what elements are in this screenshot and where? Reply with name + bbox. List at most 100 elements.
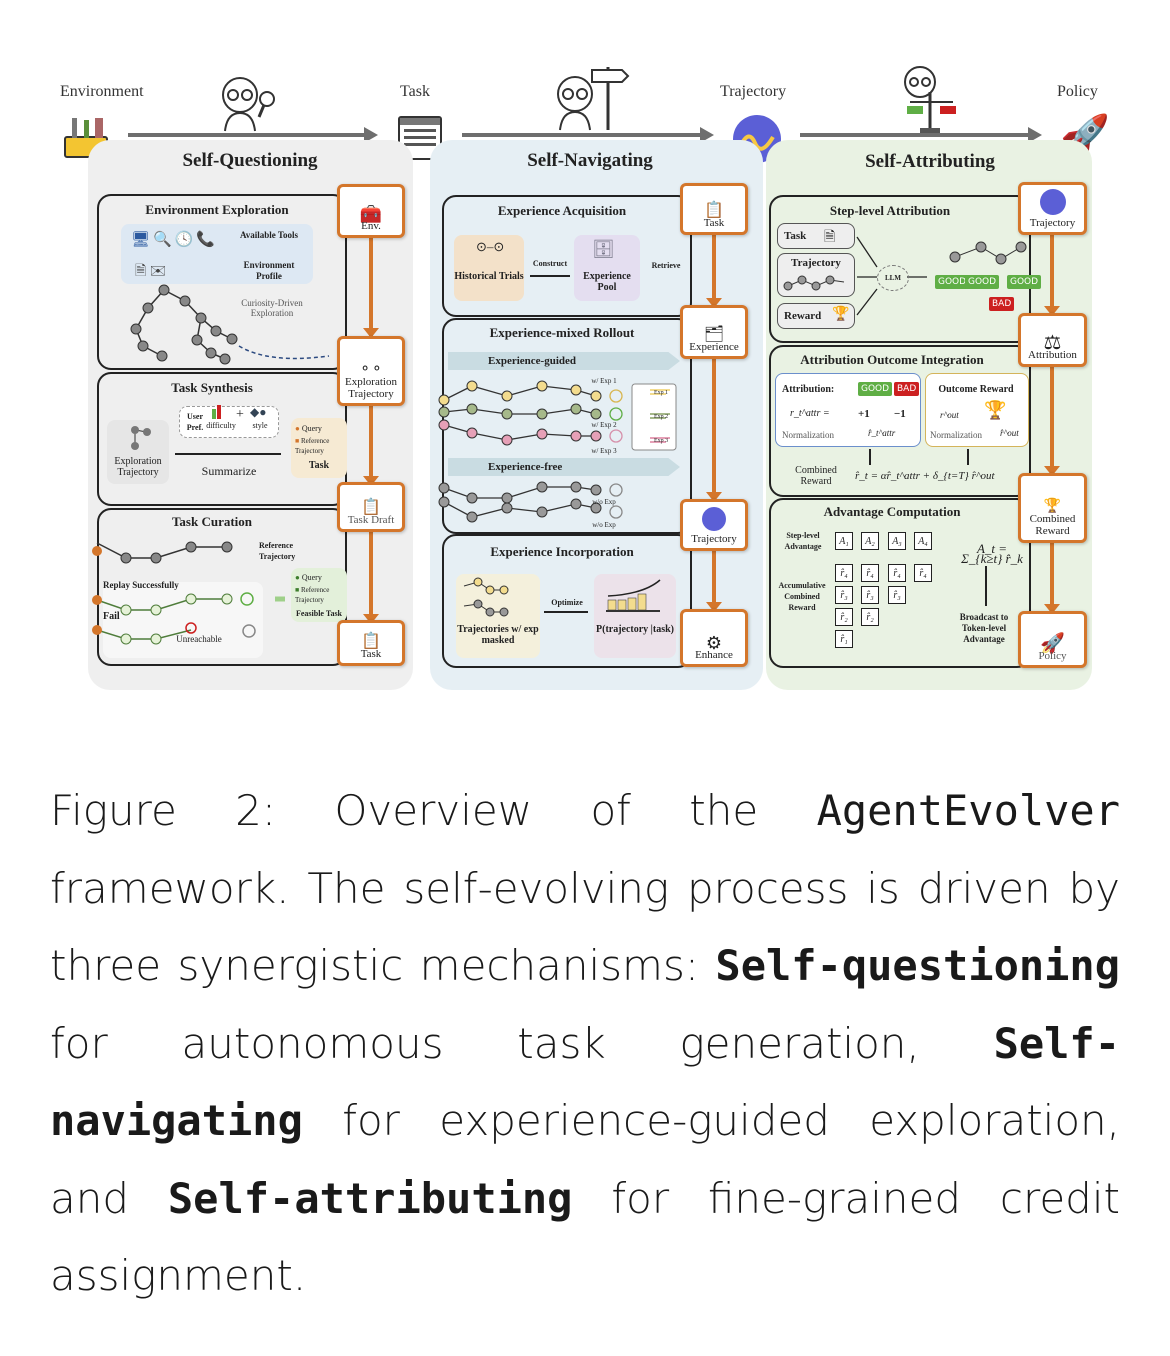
exploration-trajectory-box: Exploration Trajectory xyxy=(107,420,169,484)
input-task: Task🗎 xyxy=(777,223,855,249)
flow-arrow xyxy=(363,236,379,338)
flow-arrow xyxy=(1044,234,1060,316)
bad-badge: BAD xyxy=(989,297,1015,311)
arrow-trajectory-to-policy xyxy=(800,127,1042,143)
exp3-label: w/ Exp 3 xyxy=(591,447,617,455)
task-box: ● Query ■ Reference Trajectory Task xyxy=(291,418,347,478)
retrieve-label: Retrieve xyxy=(651,261,681,270)
figure-caption: Figure 2: Overview of the AgentEvolver f… xyxy=(50,772,1120,1315)
node-enhance: ⚙Enhance xyxy=(680,609,748,667)
curation-trajectories xyxy=(92,541,285,658)
tool-icons: 🖥🔍🕓📞 xyxy=(131,232,219,248)
banner-experience-free: Experience-free xyxy=(448,458,680,476)
curiosity-label: Curiosity-Driven Exploration xyxy=(241,298,303,318)
arrow-env-to-task xyxy=(128,127,378,143)
node-task: 📋Task xyxy=(337,620,405,666)
heading: Advantage Computation xyxy=(823,504,961,519)
node-trajectory: Trajectory xyxy=(680,499,748,551)
section-environment-exploration: Environment Exploration 🖥🔍🕓📞 Available T… xyxy=(97,194,347,370)
trajectory-label: Trajectory xyxy=(791,257,841,269)
section-experience-mixed-rollout: Experience-mixed Rollout Experience-guid… xyxy=(438,318,692,534)
reference-trajectory-label: Reference Trajectory xyxy=(295,437,330,455)
exploration-trajectory-label: Exploration Trajectory xyxy=(114,456,162,478)
normalization-label: Normalization xyxy=(930,430,982,440)
r-out-hat-label: r̂^out xyxy=(1000,428,1019,438)
outcome-reward-label: Outcome Reward xyxy=(938,384,1014,395)
node-experience: 🗂Experience xyxy=(680,305,748,359)
unreachable-label: Unreachable xyxy=(176,634,222,644)
flow-arrow xyxy=(1044,542,1060,614)
historical-trials-label: Historical Trials xyxy=(454,271,524,282)
banner-experience-guided: Experience-guided xyxy=(448,352,680,370)
caption-text: for fine-grained credit assignment. xyxy=(50,1173,1120,1301)
advantage-a1: A₁ xyxy=(835,532,853,550)
minus-one: −1 xyxy=(894,408,906,420)
style-label: style xyxy=(252,421,268,430)
reward-label: Reward xyxy=(784,310,822,322)
node-attribution: ⚖Attribution xyxy=(1018,313,1087,367)
advantage-formula: A_t = Σ_{k≥t} r̂_k xyxy=(961,541,1023,566)
reward-cell: r̂₃ xyxy=(835,586,853,604)
caption-agentevolver: AgentEvolver xyxy=(816,786,1120,835)
heading: Experience-mixed Rollout xyxy=(489,325,635,340)
caption-self-navigating: Self-navigating xyxy=(50,1018,1120,1146)
reward-cell: r̂₄ xyxy=(835,564,853,582)
reward-cell: r̂₁ xyxy=(835,630,853,648)
reward-cell: r̂₄ xyxy=(861,564,879,582)
reference-trajectory-label: Reference Trajectory xyxy=(295,586,330,604)
construct-label: Construct xyxy=(532,259,568,268)
caption-self-attributing: Self-attributing xyxy=(167,1173,573,1223)
heading: Step-level Attribution xyxy=(829,203,951,218)
tools-profile-box: 🖥🔍🕓📞 Available Tools 🗎 ✉ Environment Pro… xyxy=(121,224,313,284)
experience-pool-box: 🗄 Experience Pool xyxy=(574,235,640,301)
node-policy: 🚀Policy xyxy=(1018,611,1087,668)
no-exp-label: w/o Exp xyxy=(592,521,616,529)
optimize-label: Optimize xyxy=(551,598,583,607)
reward-cell: r̂₂ xyxy=(861,608,879,626)
no-exp-label: w/o Exp xyxy=(592,498,616,506)
robot-magnifier-icon xyxy=(215,73,275,132)
heading: Environment Exploration xyxy=(145,202,289,217)
exp1-label: w/ Exp 1 xyxy=(591,377,617,385)
combined-reward-label: Combined Reward xyxy=(795,465,837,487)
step-level-advantage-label: Step-level Advantage xyxy=(784,531,822,551)
experience-pool-label: Experience Pool xyxy=(583,271,631,293)
difficulty-label: difficulty xyxy=(206,421,236,430)
node-label: Policy xyxy=(1038,650,1067,662)
broadcast-label: Broadcast to Token-level Advantage xyxy=(959,612,1009,644)
label-trajectory: Trajectory xyxy=(720,83,787,100)
good-badge: GOOD xyxy=(858,382,893,396)
heading: Task Curation xyxy=(171,514,253,529)
arrow-task-to-trajectory xyxy=(462,127,714,143)
summarize-label: Summarize xyxy=(201,464,257,478)
heading: Experience Acquisition xyxy=(497,203,627,218)
node-label: Trajectory xyxy=(691,533,737,545)
section-task-curation: Task Curation Reference Trajectory Repla… xyxy=(92,508,347,666)
title-self-attributing: Self-Attributing xyxy=(865,151,995,172)
r-attr-hat-label: r̂_t^attr xyxy=(868,428,896,438)
flow-arrow xyxy=(363,404,379,486)
node-label: Task xyxy=(360,648,382,660)
query-label: Query xyxy=(301,573,322,582)
task-list-icon xyxy=(398,116,442,160)
node-label: Attribution xyxy=(1028,349,1077,361)
attribution-label: Attribution: xyxy=(782,384,835,395)
user-pref-box: User Pref. difficulty + ◆● style xyxy=(179,405,279,438)
caption-text: framework. The self-evolving process is … xyxy=(50,863,1120,991)
node-trajectory: Trajectory xyxy=(1018,182,1087,235)
advantage-a3: A₃ xyxy=(888,532,906,550)
reward-cell: r̂₄ xyxy=(914,564,932,582)
available-tools-label: Available Tools xyxy=(239,230,299,240)
node-label: Enhance xyxy=(695,649,733,661)
robot-signpost-icon xyxy=(550,62,630,132)
replay-successfully-label: Replay Successfully xyxy=(103,580,179,590)
trajectories-masked-label: Trajectories w/ exp masked xyxy=(457,624,539,646)
section-attribution-outcome-integration: Attribution Outcome Integration Attribut… xyxy=(769,345,1031,497)
section-task-synthesis: Task Synthesis Exploration Trajectory Us… xyxy=(97,372,347,506)
section-advantage-computation: Advantage Computation Step-level Advanta… xyxy=(769,498,1031,668)
p-trajectory-box: P(trajectory |task) xyxy=(594,574,676,658)
accumulative-label: Accumulative Combined Reward xyxy=(778,581,826,612)
shapes-icon: ◆● xyxy=(250,405,267,419)
heading: Attribution Outcome Integration xyxy=(800,352,984,367)
reward-cell: r̂₃ xyxy=(861,586,879,604)
